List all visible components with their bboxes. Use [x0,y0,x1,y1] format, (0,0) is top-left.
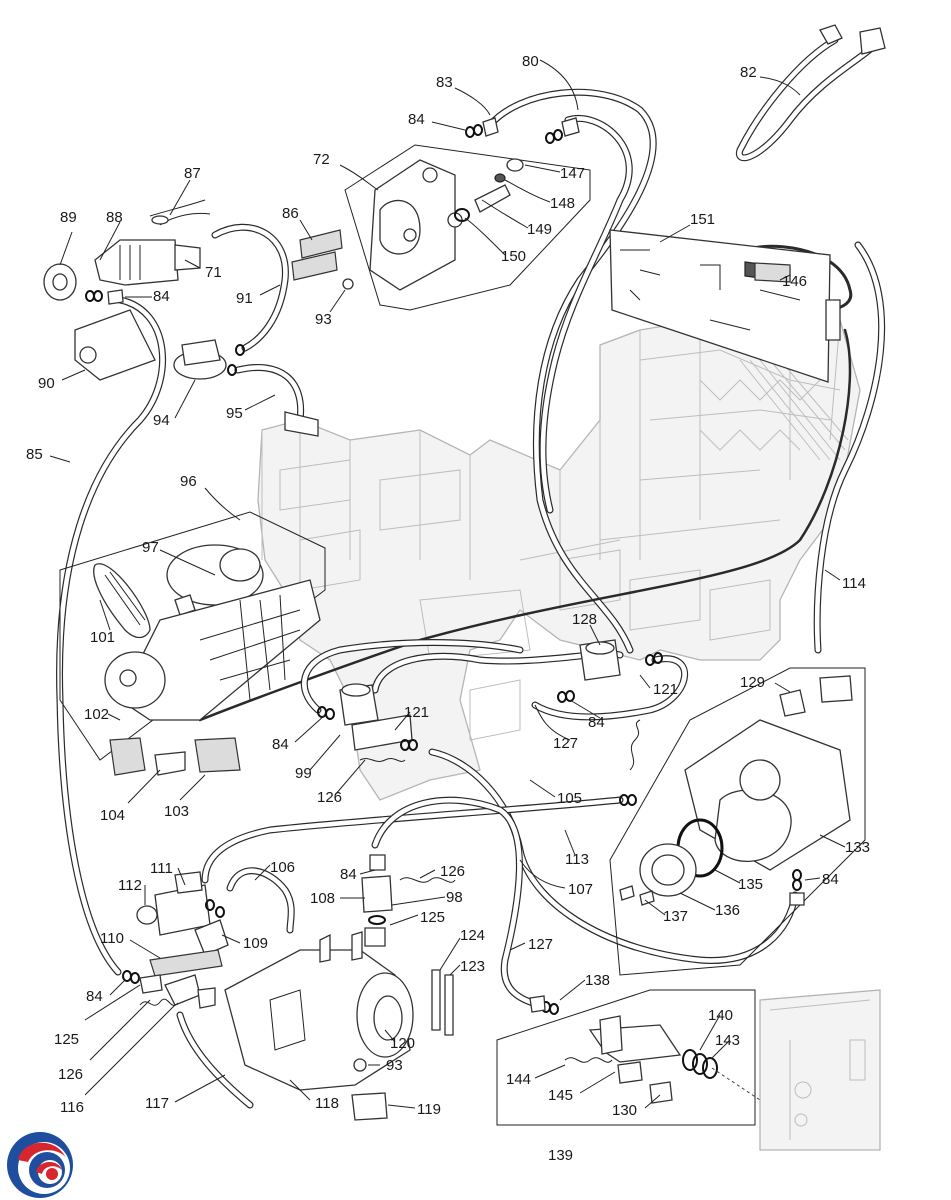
part-label-148: 148 [550,195,575,212]
part-label-88: 88 [106,209,123,226]
part-label-117: 117 [145,1095,169,1112]
part-label-126: 126 [58,1066,83,1083]
part-label-102: 102 [84,706,109,723]
part-label-98: 98 [446,889,463,906]
part-label-110: 110 [100,930,124,947]
part-label-105: 105 [557,790,582,807]
part-label-84: 84 [822,871,839,888]
part-label-136: 136 [715,902,740,919]
part-label-89: 89 [60,209,77,226]
part-label-99: 99 [295,765,312,782]
part-label-116: 116 [60,1099,84,1116]
part-label-101: 101 [90,629,115,646]
part-label-120: 120 [390,1035,415,1052]
part-label-91: 91 [236,290,253,307]
part-label-147: 147 [560,165,585,182]
part-label-125: 125 [420,909,445,926]
part-label-95: 95 [226,405,243,422]
part-label-96: 96 [180,473,197,490]
part-label-137: 137 [663,908,688,925]
part-label-151: 151 [690,211,715,228]
part-label-93: 93 [386,1057,403,1074]
part-label-103: 103 [164,803,189,820]
part-label-139: 139 [548,1147,573,1164]
part-label-135: 135 [738,876,763,893]
part-label-114: 114 [842,575,866,592]
part-label-129: 129 [740,674,765,691]
part-label-128: 128 [572,611,597,628]
part-label-126: 126 [440,863,465,880]
part-label-121: 121 [404,704,429,721]
part-label-71: 71 [205,264,222,281]
part-label-112: 112 [118,877,142,894]
part-label-84: 84 [272,736,289,753]
part-label-94: 94 [153,412,170,429]
part-label-145: 145 [548,1087,573,1104]
logo-icon [7,1132,73,1198]
part-label-82: 82 [740,64,757,81]
part-label-97: 97 [142,539,159,556]
part-labels: 80 82 83 84 72 147 148 149 150 151 146 8… [26,53,870,1164]
part-label-143: 143 [715,1032,740,1049]
part-label-106: 106 [270,859,295,876]
part-label-127: 127 [528,936,553,953]
part-label-111: 111 [150,860,173,877]
part-label-107: 107 [568,881,593,898]
part-label-108: 108 [310,890,335,907]
parts [43,24,886,1126]
part-label-119: 119 [417,1101,441,1118]
part-label-104: 104 [100,807,125,824]
part-label-123: 123 [460,958,485,975]
part-label-118: 118 [315,1095,339,1112]
part-label-113: 113 [565,851,589,868]
part-label-144: 144 [506,1071,531,1088]
part-label-149: 149 [527,221,552,238]
part-label-90: 90 [38,375,55,392]
part-label-130: 130 [612,1102,637,1119]
part-label-85: 85 [26,446,43,463]
part-label-84: 84 [340,866,357,883]
part-label-93: 93 [315,311,332,328]
part-label-124: 124 [460,927,485,944]
part-label-86: 86 [282,205,299,222]
part-label-83: 83 [436,74,453,91]
part-label-87: 87 [184,165,201,182]
leader-lines [49,59,846,1109]
part-label-84: 84 [408,111,425,128]
hoses [56,36,886,1109]
part-label-72: 72 [313,151,330,168]
part-label-150: 150 [501,248,526,265]
part-label-127: 127 [553,735,578,752]
part-label-84: 84 [153,288,170,305]
part-label-133: 133 [845,839,870,856]
part-label-84: 84 [86,988,103,1005]
part-label-125: 125 [54,1031,79,1048]
part-label-80: 80 [522,53,539,70]
part-label-121: 121 [653,681,678,698]
part-label-109: 109 [243,935,268,952]
part-label-140: 140 [708,1007,733,1024]
part-label-84: 84 [588,714,605,731]
part-label-146: 146 [782,273,807,290]
part-label-138: 138 [585,972,610,989]
part-label-126: 126 [317,789,342,806]
